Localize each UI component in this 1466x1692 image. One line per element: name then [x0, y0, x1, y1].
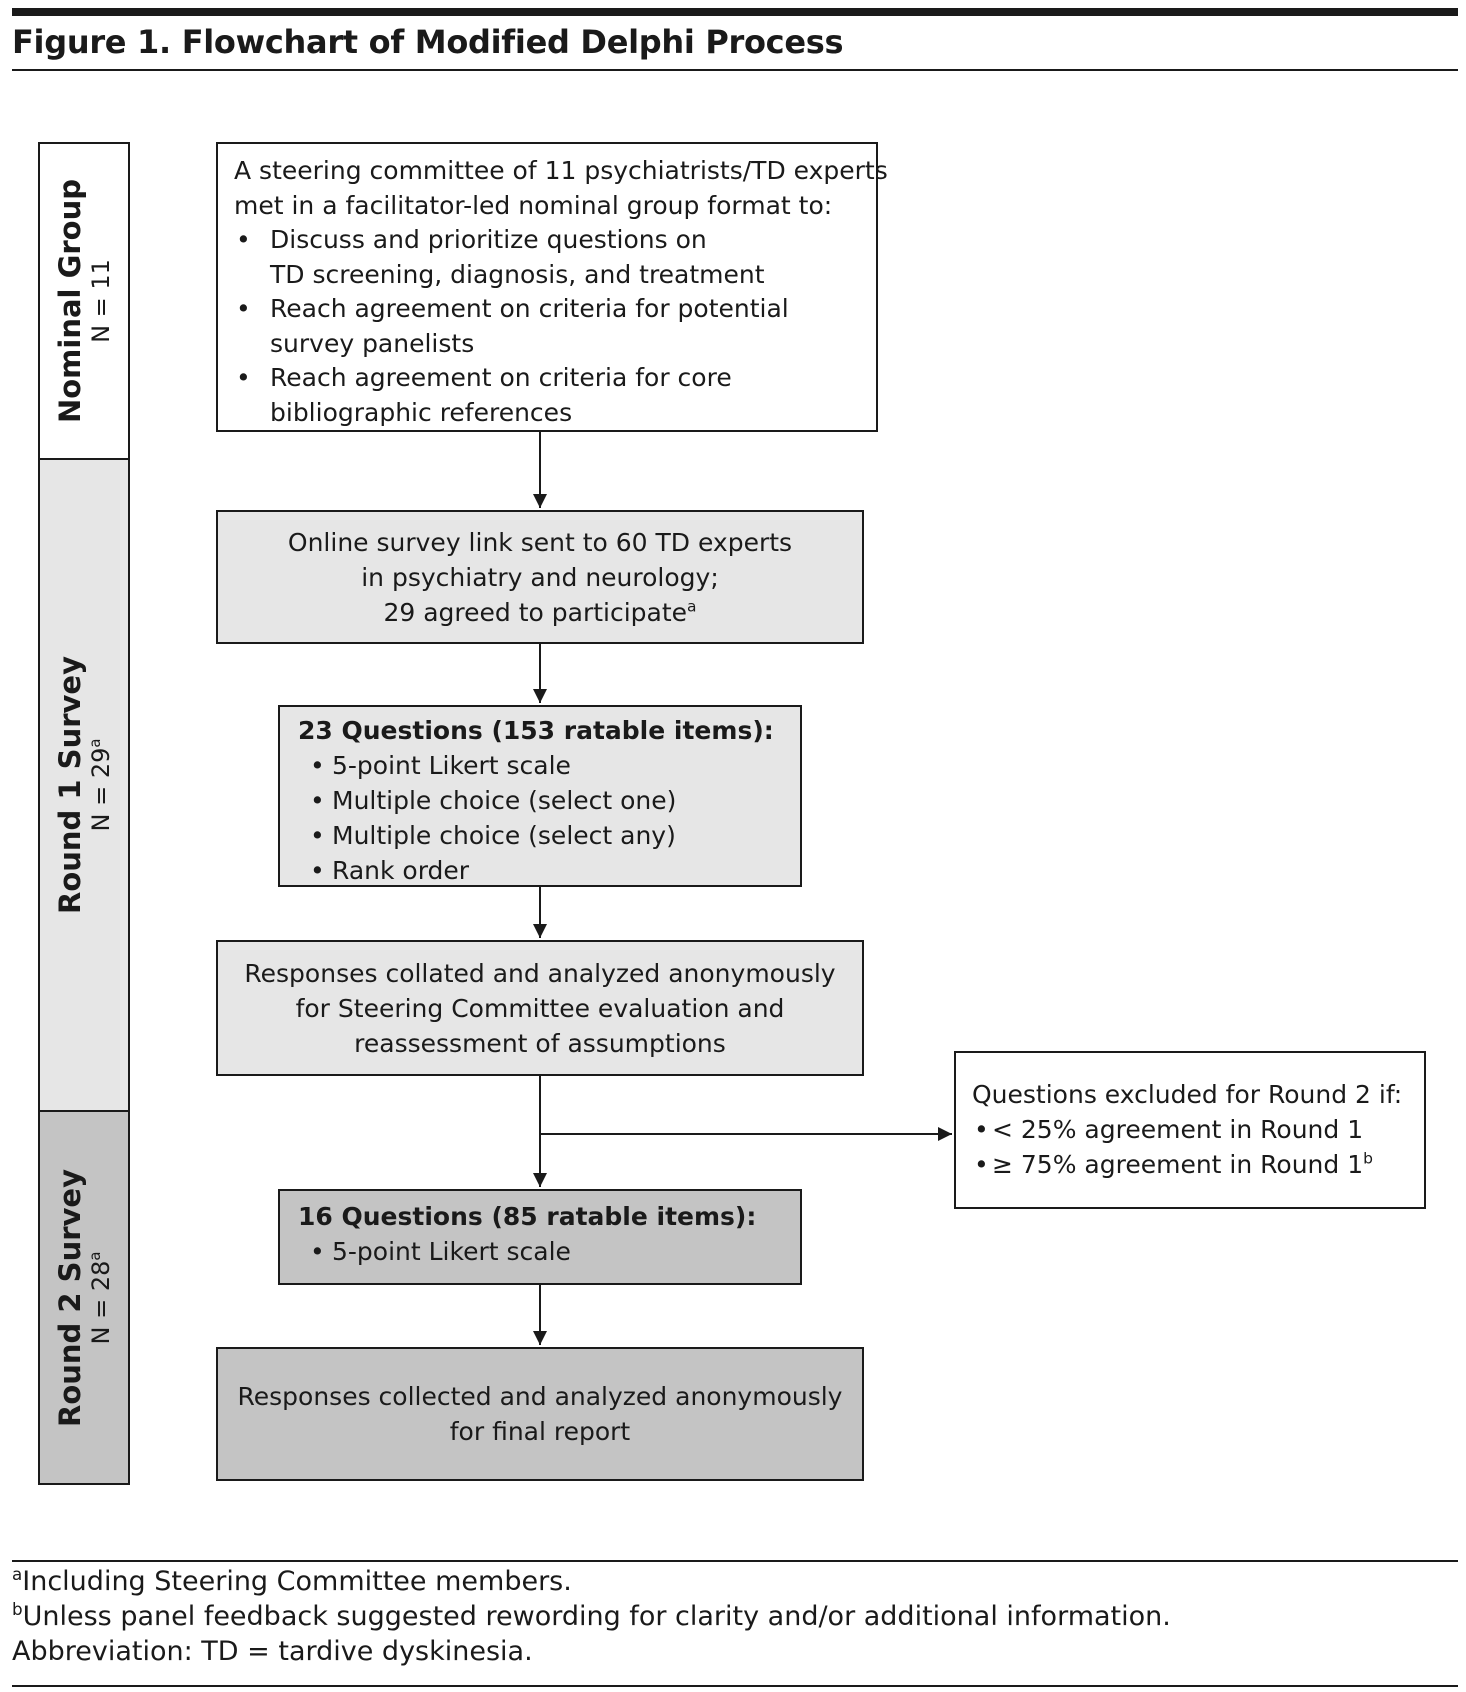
box-text-line: Online survey link sent to 60 TD experts [287, 527, 793, 557]
footnote-rule [12, 1560, 1458, 1562]
bottom-rule [12, 1685, 1458, 1687]
list-item: Rank order [298, 853, 788, 888]
phase-round-2-survey: Round 2 Survey N = 28a [38, 1110, 130, 1485]
list-item: Discuss and prioritize questions on TD s… [234, 223, 862, 292]
list-item: 5-point Likert scale [298, 1234, 788, 1269]
footnote-b: bUnless panel feedback suggested rewordi… [12, 1599, 1171, 1632]
box-text-line: Responses collated and analyzed anonymou… [244, 958, 836, 988]
box-text-line: for Steering Committee evaluation and [295, 993, 785, 1023]
box-text-line: 29 agreed to participatea [383, 597, 697, 627]
list-item: < 25% agreement in Round 1 [972, 1112, 1412, 1147]
figure-title: Figure 1. Flowchart of Modified Delphi P… [12, 23, 844, 61]
box-text-line: in psychiatry and neurology; [361, 562, 719, 592]
exclusion-criteria: < 25% agreement in Round 1 ≥ 75% agreeme… [972, 1112, 1412, 1182]
box-text-line: for final report [449, 1417, 631, 1446]
list-item: Multiple choice (select any) [298, 818, 788, 853]
round1-question-types: 5-point Likert scale Multiple choice (se… [298, 748, 788, 888]
responses-collated-box: Responses collated and analyzed anonymou… [216, 940, 864, 1076]
final-report-box: Responses collected and analyzed anonymo… [216, 1347, 864, 1481]
box-text-line: met in a facilitator-led nominal group f… [234, 190, 833, 220]
box-text-line: A steering committee of 11 psychiatrists… [234, 156, 888, 185]
footnote-a: aIncluding Steering Committee members. [12, 1564, 572, 1597]
excluded-questions-box: Questions excluded for Round 2 if: < 25%… [954, 1051, 1426, 1209]
round2-question-types: 5-point Likert scale [298, 1234, 788, 1269]
title-rule [12, 69, 1458, 71]
box-heading: 23 Questions (153 ratable items): [298, 716, 774, 745]
phase-round-1-survey: Round 1 Survey N = 29a [38, 458, 130, 1112]
list-item: Reach agreement on criteria for potentia… [234, 292, 862, 361]
box-heading: 16 Questions (85 ratable items): [298, 1202, 757, 1231]
steering-bullets: Discuss and prioritize questions on TD s… [234, 223, 862, 430]
list-item: ≥ 75% agreement in Round 1b [972, 1147, 1412, 1182]
list-item: Reach agreement on criteria for core bib… [234, 361, 862, 430]
footnotes: aIncluding Steering Committee members. b… [12, 1564, 1171, 1669]
top-rule [12, 8, 1458, 16]
abbreviation-note: Abbreviation: TD = tardive dyskinesia. [12, 1636, 533, 1667]
phase-nominal-group: Nominal Group N = 11 [38, 142, 130, 460]
box-text-line: Responses collected and analyzed anonymo… [237, 1382, 843, 1411]
box-text-line: reassessment of assumptions [354, 1028, 726, 1058]
round1-questions-box: 23 Questions (153 ratable items): 5-poin… [278, 705, 802, 888]
box-heading: Questions excluded for Round 2 if: [972, 1080, 1403, 1109]
steering-committee-box: A steering committee of 11 psychiatrists… [216, 142, 888, 432]
list-item: 5-point Likert scale [298, 748, 788, 783]
round2-questions-box: 16 Questions (85 ratable items): 5-point… [278, 1189, 802, 1285]
list-item: Multiple choice (select one) [298, 783, 788, 818]
online-survey-box: Online survey link sent to 60 TD experts… [216, 510, 864, 644]
